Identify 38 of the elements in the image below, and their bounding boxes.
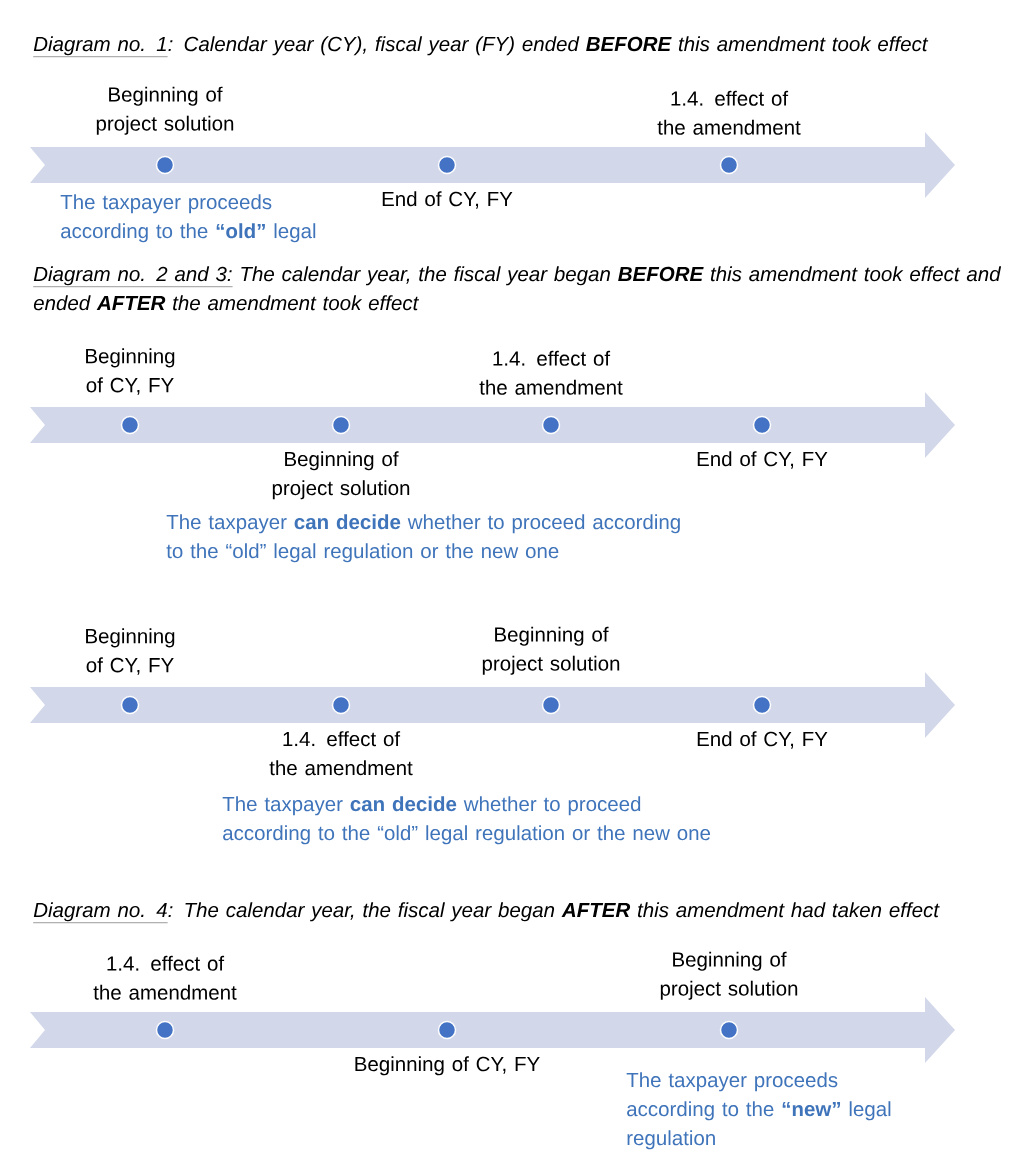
timeline-dot xyxy=(719,1020,739,1040)
timeline-dot xyxy=(120,695,140,715)
label: The calendar year, the fiscal year began BEFORE this amendment took effect and xyxy=(241,266,1002,286)
event-label: End of CY, FY xyxy=(697,451,828,469)
note-text: The taxpayer can decide whether to proceed according to the “old” legal regulation or the new one xyxy=(222,796,711,845)
event-label: 1.4. effect of the amendment xyxy=(657,90,801,135)
event-label: End of CY, FY xyxy=(697,731,828,749)
note-text: The taxpayer proceeds according to the “new” legal regulation xyxy=(626,1072,891,1150)
timeline-dot xyxy=(155,155,175,175)
event-label: Beginning of CY, FY xyxy=(86,348,175,395)
diagram-heading: Diagram no. 2 and 3: The calendar year, the fiscal year began BEFORE this amendment took effect and ended AFTER the amendment took effect xyxy=(33,266,1002,311)
event-label: Beginning of project solution xyxy=(482,626,620,675)
timeline-dot xyxy=(331,415,351,435)
event-label: Beginning of project solution xyxy=(96,86,234,135)
label: ended AFTER the amendment took effect xyxy=(33,295,419,311)
timeline-dot xyxy=(752,695,772,715)
note-text: The taxpayer can decide whether to proceed according to the “old” legal regulation or the new one xyxy=(166,514,680,563)
timeline-dot xyxy=(752,415,772,435)
note-text: The taxpayer proceeds according to the “old” legal xyxy=(60,194,316,243)
timeline-dot xyxy=(120,415,140,435)
event-label: End of CY, FY xyxy=(382,191,513,209)
event-label: Beginning of project solution xyxy=(660,951,798,1000)
timeline-dot xyxy=(541,415,561,435)
diagram-heading: Diagram no. 4: The calendar year, the fiscal year began AFTER this amendment had taken effect xyxy=(33,902,940,923)
timeline-dot xyxy=(155,1020,175,1040)
event-label: Beginning of CY, FY xyxy=(355,1056,540,1076)
label: Diagram no. 2 and 3: xyxy=(33,266,232,286)
diagram-heading: Diagram no. 1: Calendar year (CY), fiscal year (FY) ended BEFORE this amendment took effect xyxy=(33,36,929,57)
event-label: 1.4. effect of the amendment xyxy=(479,350,623,395)
timeline-dot xyxy=(331,695,351,715)
event-label: Beginning of project solution xyxy=(272,451,410,500)
event-label: Beginning of CY, FY xyxy=(86,628,175,675)
timeline-dot xyxy=(719,155,739,175)
event-label: 1.4. effect of the amendment xyxy=(269,731,413,776)
timeline-dot xyxy=(541,695,561,715)
timeline-dot xyxy=(437,1020,457,1040)
timeline-dot xyxy=(437,155,457,175)
event-label: 1.4. effect of the amendment xyxy=(93,955,237,1000)
